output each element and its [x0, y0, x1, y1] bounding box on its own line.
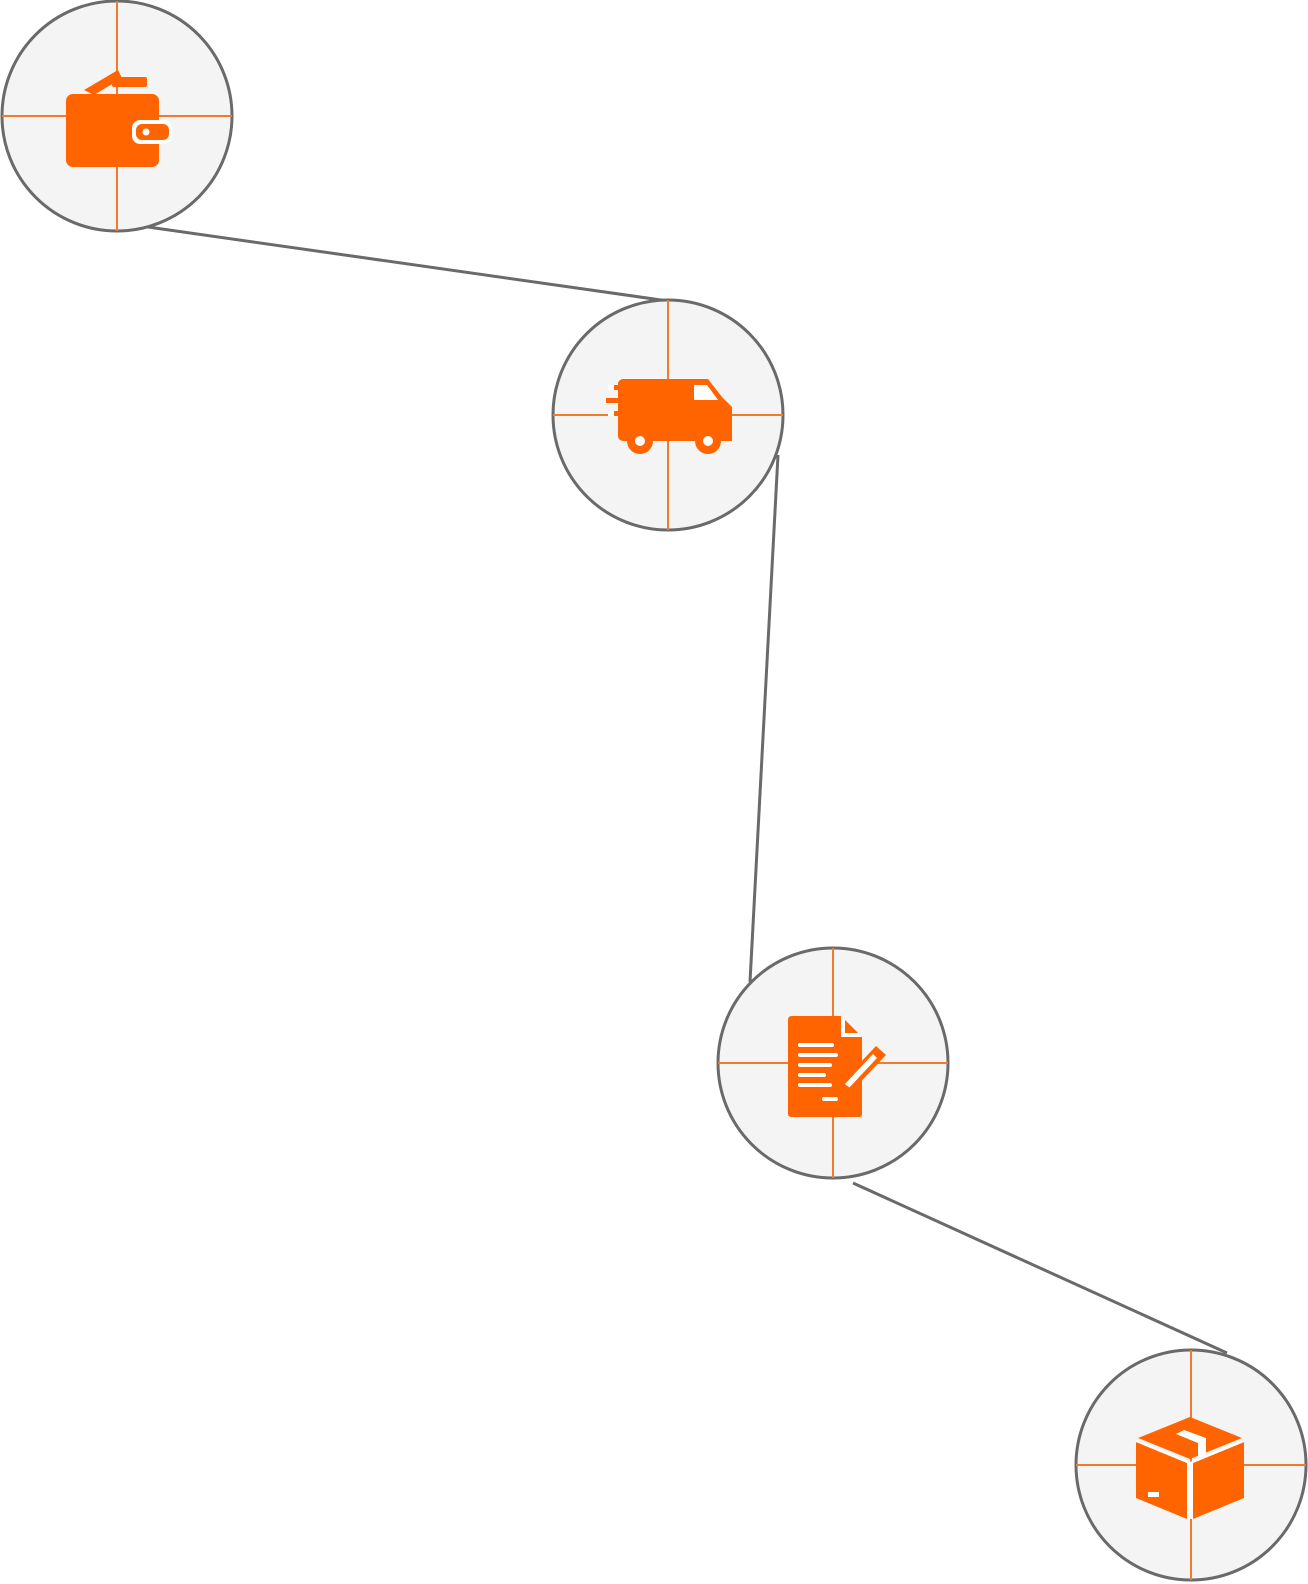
step-node-box: [1074, 1348, 1308, 1582]
signed-document-icon: [788, 1016, 886, 1117]
step-node-document: [716, 946, 950, 1180]
package-box-icon: [1136, 1417, 1244, 1519]
step-node-truck: [551, 298, 785, 532]
delivery-truck-icon: [604, 379, 732, 454]
wallet-icon: [66, 70, 172, 167]
connector-truck-to-document: [748, 454, 780, 983]
connector-document-to-box: [852, 1181, 1228, 1355]
step-node-wallet: [0, 0, 234, 233]
connectors: [147, 225, 1228, 1355]
connector-wallet-to-truck: [147, 225, 669, 303]
